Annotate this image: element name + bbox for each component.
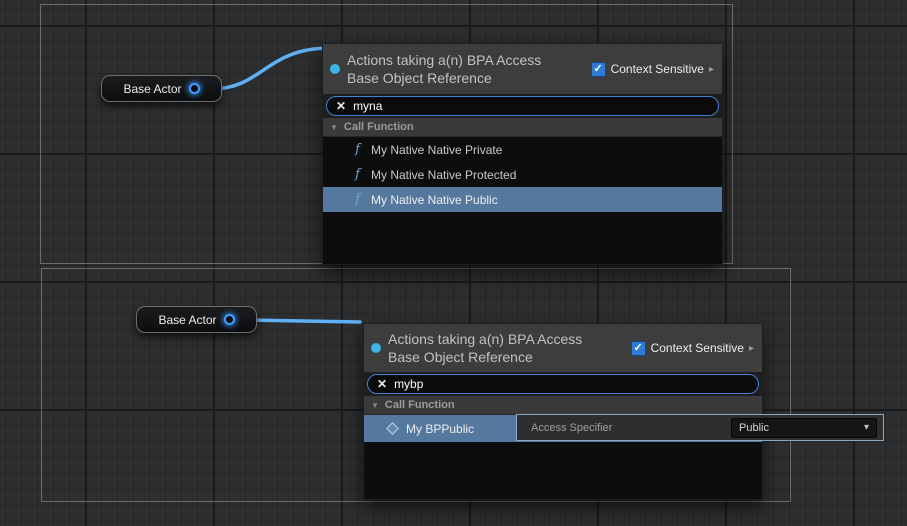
menu-title: Actions taking a(n) BPA Access Base Obje… — [347, 51, 584, 87]
list-item[interactable]: f My Native Native Private — [323, 137, 722, 162]
menu-title: Actions taking a(n) BPA Access Base Obje… — [388, 330, 624, 366]
search-input-wrapper[interactable]: ✕ — [326, 96, 719, 116]
object-pin-type-icon — [330, 64, 340, 74]
list-item-selected[interactable]: f My Native Native Public — [323, 187, 722, 212]
category-label: Call Function — [343, 121, 414, 133]
object-pin-type-icon — [371, 343, 381, 353]
search-input-wrapper[interactable]: ✕ — [367, 374, 759, 394]
context-menu-bottom: Actions taking a(n) BPA Access Base Obje… — [363, 323, 763, 500]
list-item-label: My BPPublic — [406, 421, 475, 436]
access-specifier-tooltip: Access Specifier Public ▾ — [516, 414, 884, 441]
menu-title-line1: Actions taking a(n) BPA Access — [388, 331, 583, 347]
checkbox-checked-icon[interactable]: ✓ — [590, 61, 606, 77]
access-specifier-label: Access Specifier — [531, 421, 613, 434]
category-label: Call Function — [384, 399, 455, 411]
search-input[interactable] — [394, 377, 749, 391]
clear-search-icon[interactable]: ✕ — [336, 99, 347, 113]
list-item-label: My Native Native Public — [371, 192, 498, 207]
search-bar: ✕ — [364, 372, 762, 396]
list-item[interactable]: f My Native Native Protected — [323, 162, 722, 187]
function-icon: f — [355, 192, 360, 207]
category-call-function[interactable]: ▼ Call Function — [323, 118, 722, 137]
output-pin-icon[interactable] — [188, 83, 200, 94]
output-pin-icon[interactable] — [223, 314, 235, 325]
menu-header: Actions taking a(n) BPA Access Base Obje… — [323, 44, 722, 94]
context-sensitive-label: Context Sensitive — [610, 62, 704, 76]
list-item-label: My Native Native Private — [371, 142, 503, 157]
node-label: Base Actor — [123, 81, 182, 96]
context-sensitive-toggle[interactable]: ✓ Context Sensitive ▸ — [630, 340, 754, 356]
node-label: Base Actor — [158, 312, 217, 327]
wire-bottom — [248, 318, 362, 324]
menu-header: Actions taking a(n) BPA Access Base Obje… — [364, 324, 762, 372]
dropdown-value: Public — [739, 421, 769, 434]
wire-top — [210, 46, 332, 91]
node-base-actor-top[interactable]: Base Actor — [101, 75, 222, 102]
checkbox-checked-icon[interactable]: ✓ — [630, 340, 646, 356]
blueprint-function-icon — [386, 422, 399, 435]
context-sensitive-label: Context Sensitive — [650, 341, 744, 355]
access-specifier-dropdown[interactable]: Public ▾ — [731, 417, 877, 438]
list-item-label: My Native Native Protected — [371, 167, 517, 182]
function-icon: f — [355, 142, 360, 157]
menu-title-line2: Base Object Reference — [347, 70, 492, 86]
search-bar: ✕ — [323, 94, 722, 118]
chevron-right-icon[interactable]: ▸ — [708, 63, 714, 75]
menu-title-line1: Actions taking a(n) BPA Access — [347, 52, 542, 68]
collapse-arrow-icon[interactable]: ▼ — [371, 400, 379, 410]
node-base-actor-bottom[interactable]: Base Actor — [136, 306, 257, 333]
clear-search-icon[interactable]: ✕ — [377, 377, 388, 391]
function-list: f My Native Native Private f My Native N… — [323, 137, 722, 212]
context-sensitive-toggle[interactable]: ✓ Context Sensitive ▸ — [590, 61, 714, 77]
function-icon: f — [355, 167, 360, 182]
chevron-right-icon[interactable]: ▸ — [748, 342, 754, 354]
chevron-down-icon: ▾ — [863, 422, 869, 433]
search-input[interactable] — [353, 99, 709, 113]
context-menu-top: Actions taking a(n) BPA Access Base Obje… — [322, 43, 723, 265]
collapse-arrow-icon[interactable]: ▼ — [330, 122, 338, 132]
category-call-function[interactable]: ▼ Call Function — [364, 396, 762, 415]
menu-title-line2: Base Object Reference — [388, 349, 533, 365]
